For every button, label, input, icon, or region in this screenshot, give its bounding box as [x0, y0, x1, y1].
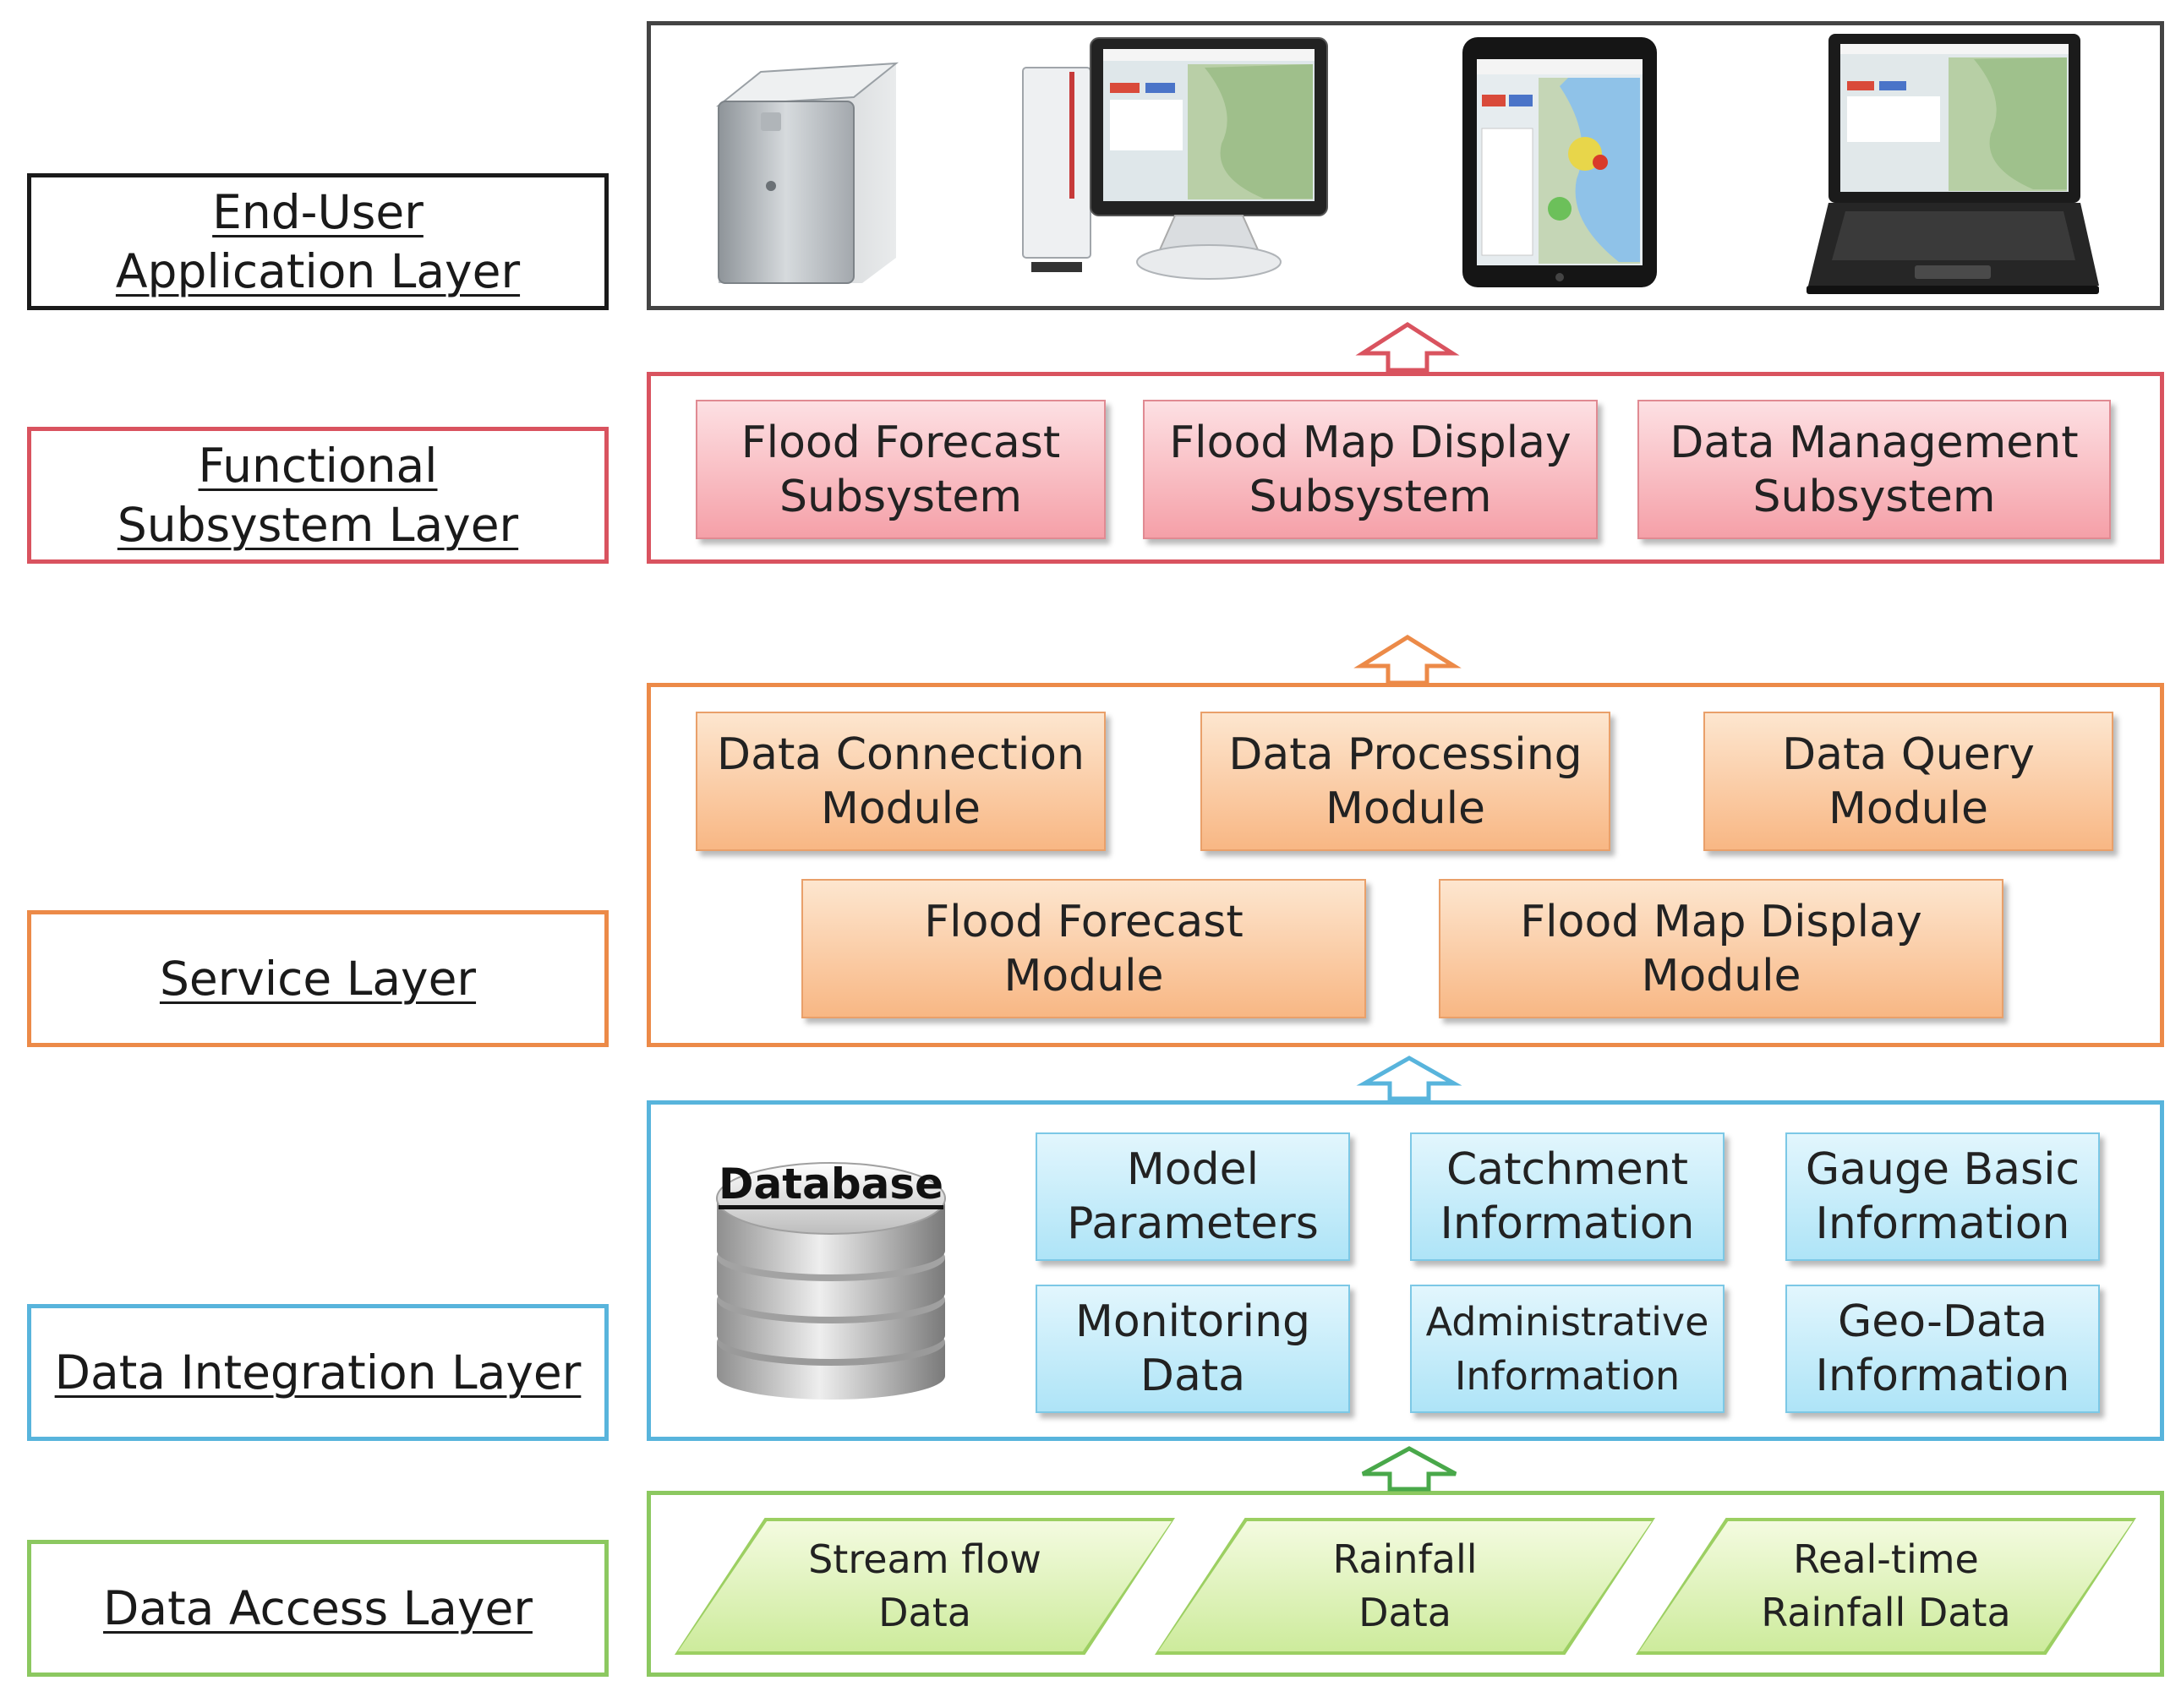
box-label-line: Model	[1126, 1144, 1260, 1195]
arrow-up-icon	[1361, 1446, 1457, 1492]
box-label-line: Subsystem	[1249, 471, 1492, 522]
layer-label-access: Data Access Layer	[27, 1540, 609, 1677]
functional-subsystem-box: Flood Forecast Subsystem	[696, 400, 1106, 539]
integration-item-box: Gauge Basic Information	[1785, 1132, 2100, 1261]
service-module-box: Flood Map Display Module	[1439, 879, 2003, 1018]
box-label-line: Data Connection	[717, 728, 1085, 780]
integration-item-box: Catchment Information	[1410, 1132, 1725, 1261]
layer-label-line: Service Layer	[159, 952, 477, 1006]
laptop-icon	[1807, 34, 2099, 294]
box-label-line: Stream flow	[808, 1536, 1041, 1582]
box-label-line: Rainfall	[1332, 1536, 1478, 1582]
database-icon	[716, 1162, 946, 1400]
arrow-up-icon	[1356, 1056, 1462, 1101]
database-label: Database	[718, 1160, 944, 1209]
box-label-line: Data Management	[1670, 417, 2079, 468]
layer-label-line: End-User	[212, 185, 424, 239]
box-label-line: Subsystem	[779, 471, 1022, 522]
data-source-shape: Rainfall Data	[1155, 1518, 1655, 1655]
server-icon	[715, 62, 899, 284]
layer-label-line: Data Integration Layer	[54, 1345, 582, 1400]
box-label-line: Flood Map Display	[1169, 417, 1572, 468]
layer-label-line: Data Access Layer	[103, 1581, 533, 1635]
layer-label-integration: Data Integration Layer	[27, 1304, 609, 1441]
layer-label-service: Service Layer	[27, 910, 609, 1047]
layer-label-line: Subsystem Layer	[117, 498, 519, 552]
box-label-line: Data	[878, 1590, 971, 1635]
box-label-line: Catchment	[1446, 1144, 1689, 1195]
layer-label-functional: Functional Subsystem Layer	[27, 427, 609, 564]
box-label-line: Information	[1440, 1198, 1695, 1249]
box-label-line: Information	[1815, 1351, 2070, 1401]
box-label-line: Rainfall Data	[1761, 1590, 2011, 1635]
desktop-computer-icon	[1022, 37, 1328, 280]
layer-label-end-user: End-User Application Layer	[27, 173, 609, 310]
layer-label-line: Functional	[198, 439, 438, 493]
service-module-box: Data Query Module	[1703, 712, 2113, 851]
box-label-line: Monitoring	[1074, 1296, 1311, 1347]
box-label-line: Module	[1003, 950, 1164, 1001]
box-label-line: Gauge Basic	[1805, 1144, 2080, 1195]
box-label-line: Parameters	[1067, 1198, 1319, 1249]
integration-item-box: Administrative Information	[1410, 1285, 1725, 1413]
data-source-shape: Real-time Rainfall Data	[1636, 1518, 2136, 1655]
data-source-shape: Stream flow Data	[675, 1518, 1175, 1655]
box-label-line: Data	[1140, 1351, 1246, 1401]
box-label-line: Data Processing	[1228, 728, 1582, 780]
integration-item-box: Geo-Data Information	[1785, 1285, 2100, 1413]
arrow-up-icon	[1353, 635, 1462, 685]
integration-item-box: Monitoring Data	[1036, 1285, 1350, 1413]
functional-subsystem-box: Flood Map Display Subsystem	[1143, 400, 1598, 539]
box-label-line: Module	[1828, 783, 1989, 834]
box-label-line: Subsystem	[1752, 471, 1996, 522]
box-label-line: Module	[1641, 950, 1801, 1001]
box-label-line: Information	[1454, 1353, 1681, 1399]
box-label-line: Flood Forecast	[924, 896, 1244, 947]
box-label-line: Module	[820, 783, 981, 834]
service-module-box: Data Connection Module	[696, 712, 1106, 851]
box-label-line: Flood Forecast	[741, 417, 1061, 468]
arrow-up-icon	[1355, 322, 1460, 373]
functional-subsystem-box: Data Management Subsystem	[1637, 400, 2111, 539]
box-label-line: Flood Map Display	[1520, 896, 1922, 947]
box-label-line: Administrative	[1425, 1299, 1709, 1345]
box-label-line: Real-time	[1793, 1536, 1979, 1582]
integration-item-box: Model Parameters	[1036, 1132, 1350, 1261]
service-module-box: Flood Forecast Module	[801, 879, 1366, 1018]
service-module-box: Data Processing Module	[1200, 712, 1610, 851]
box-label-line: Data Query	[1782, 728, 2035, 780]
box-label-line: Information	[1815, 1198, 2070, 1249]
layer-label-line: Application Layer	[115, 244, 521, 298]
tablet-icon	[1462, 37, 1657, 287]
box-label-line: Geo-Data	[1838, 1296, 2047, 1347]
box-label-line: Data	[1358, 1590, 1451, 1635]
box-label-line: Module	[1325, 783, 1486, 834]
